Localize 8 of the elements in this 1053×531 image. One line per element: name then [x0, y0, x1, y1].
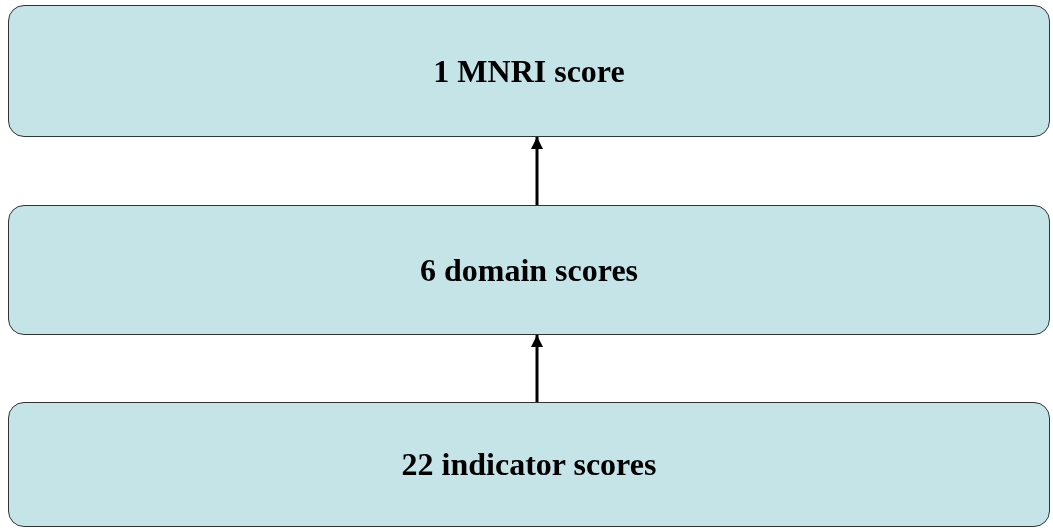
box-label: 22 indicator scores: [401, 446, 657, 483]
score-box: [8, 5, 1050, 137]
box-label: 1 MNRI score: [433, 52, 625, 90]
box-label: 6 domain scores: [419, 251, 639, 289]
arrow: [531, 335, 543, 402]
score-box: [8, 205, 1050, 335]
score-box: [8, 402, 1050, 527]
arrow: [531, 137, 543, 205]
